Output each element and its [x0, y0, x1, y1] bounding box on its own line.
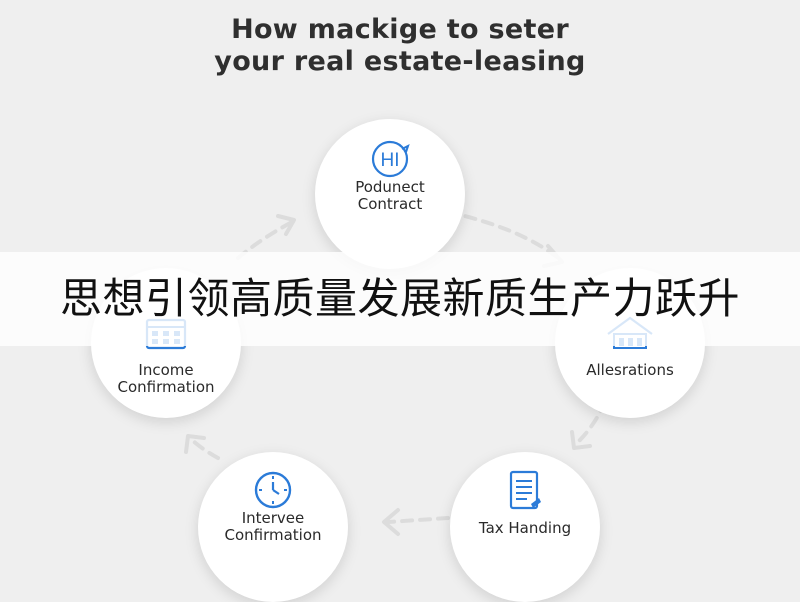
- arrowhead-left: [184, 434, 206, 454]
- node-label: Intervee Confirmation: [198, 510, 348, 544]
- arrow-bottom-right-to-bottom-left: [386, 516, 450, 524]
- hi-circle-icon: HI: [360, 139, 420, 183]
- arrowhead-right-bottom: [570, 430, 592, 450]
- node-tax-handing: Tax Handing: [450, 452, 600, 602]
- node-label: Tax Handing: [450, 520, 600, 537]
- node-label-line-1: Allesrations: [586, 361, 674, 379]
- node-label-line-1: Podunect: [355, 178, 425, 196]
- arrow-bottom-left-to-left: [188, 436, 220, 460]
- overlay-banner: [0, 252, 800, 346]
- diagram-title: How mackige to seter your real estate-le…: [0, 14, 800, 78]
- node-label: Income Confirmation: [91, 362, 241, 396]
- arrowhead-left-top: [276, 214, 296, 236]
- title-line-2: your real estate-leasing: [214, 46, 586, 77]
- node-intervee-confirmation: Intervee Confirmation: [198, 452, 348, 602]
- node-label-line-1: Income: [138, 361, 194, 379]
- node-label-line-2: Confirmation: [117, 378, 215, 396]
- hi-text: HI: [381, 150, 400, 171]
- node-label: Allesrations: [555, 362, 705, 379]
- document-icon: [505, 468, 545, 524]
- title-line-1: How mackige to seter: [231, 14, 569, 45]
- node-label-line-1: Tax Handing: [478, 519, 572, 537]
- node-label-line-2: Confirmation: [224, 526, 322, 544]
- overlay-banner-text: 思想引领高质量发展新质生产力跃升: [59, 274, 740, 323]
- node-podunect-contract: HI Podunect Contract: [315, 119, 465, 269]
- clock-icon: [251, 468, 295, 516]
- node-label: Podunect Contract: [315, 179, 465, 213]
- arrowhead-bottom: [382, 508, 400, 536]
- node-label-line-2: Contract: [357, 195, 423, 213]
- arrow-top-to-right: [446, 210, 560, 260]
- node-label-line-1: Intervee: [241, 509, 305, 527]
